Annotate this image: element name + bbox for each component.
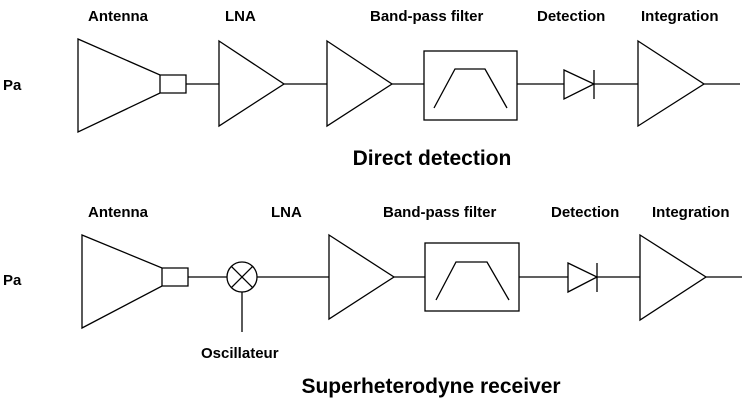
direct-detection-diagram: Pa Antenna LNA Band-pass filter Detectio… <box>3 8 740 170</box>
superhet-diagram: Pa Antenna LNA Band-pass filter Detectio… <box>3 204 742 398</box>
superhet-integration-label: Integration <box>652 204 730 221</box>
superhet-detection-label: Detection <box>551 204 619 221</box>
direct-antenna-label: Antenna <box>88 8 149 25</box>
superhet-antenna-label: Antenna <box>88 204 149 221</box>
direct-input-label: Pa <box>3 77 22 94</box>
direct-integrator <box>637 39 706 128</box>
direct-bandpass-filter <box>423 50 518 121</box>
direct-filter-passband-icon <box>433 68 508 109</box>
superhet-detection-diode <box>567 261 599 294</box>
oscillator-label: Oscillateur <box>201 345 279 362</box>
direct-antenna-horn <box>77 38 187 134</box>
direct-title: Direct detection <box>353 147 512 170</box>
direct-lna-amplifier <box>218 39 286 128</box>
superhet-filter-passband-icon <box>435 261 510 301</box>
superhet-bandpass-label: Band-pass filter <box>383 204 497 221</box>
superhet-bandpass-filter <box>424 242 520 312</box>
direct-integration-label: Integration <box>641 8 719 25</box>
superhet-lna-label: LNA <box>271 204 302 221</box>
superhet-integrator <box>639 233 708 322</box>
direct-lna-label: LNA <box>225 8 256 25</box>
direct-detection-label: Detection <box>537 8 605 25</box>
superhet-amplifier <box>328 233 396 321</box>
superhet-input-label: Pa <box>3 272 22 289</box>
mixer-cross-icon <box>230 265 254 289</box>
superhet-antenna-horn <box>81 234 189 330</box>
direct-detection-diode <box>563 68 596 101</box>
direct-bandpass-label: Band-pass filter <box>370 8 484 25</box>
direct-amplifier <box>326 39 394 128</box>
superhet-title: Superheterodyne receiver <box>301 375 560 398</box>
